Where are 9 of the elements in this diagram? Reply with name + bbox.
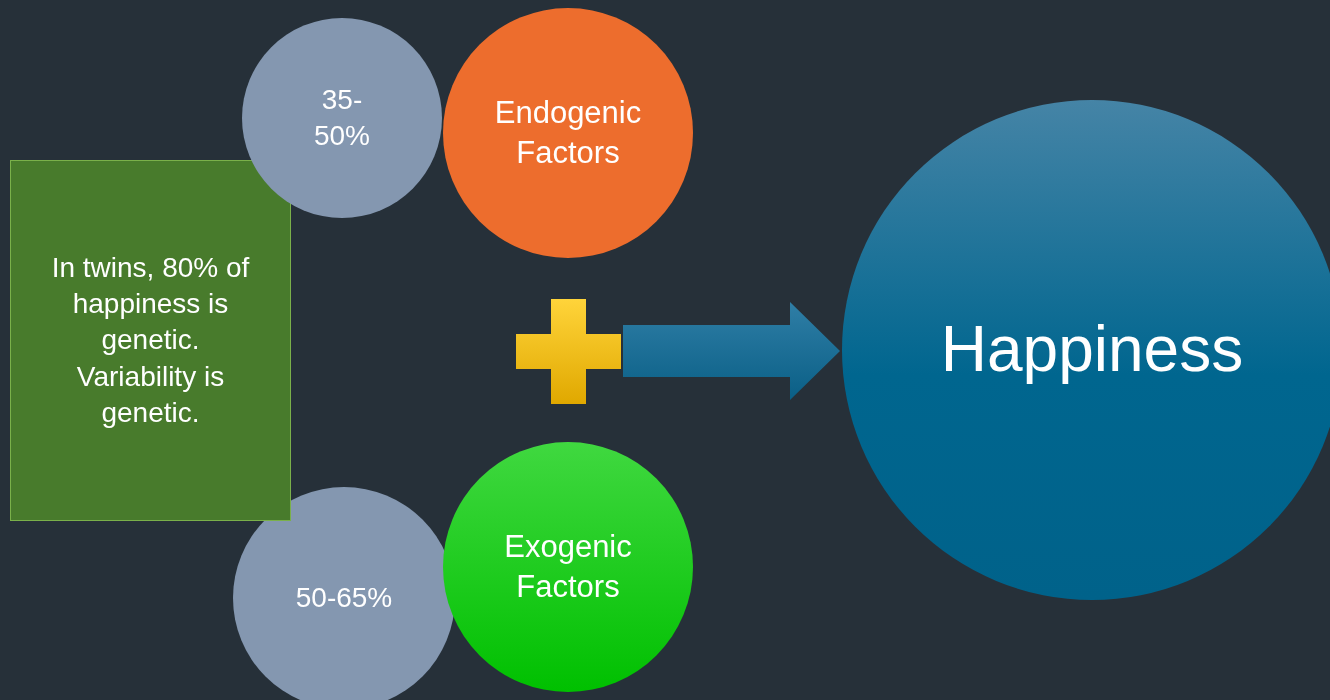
node-label: Exogenic Factors xyxy=(503,527,633,606)
plus-sign xyxy=(516,299,621,404)
note-text: In twins, 80% of happiness is genetic. Variability is genetic. xyxy=(50,250,251,431)
block-arrow xyxy=(623,302,840,400)
node-label: Endogenic Factors xyxy=(493,93,643,172)
node-label: 50-65% xyxy=(295,580,393,615)
note-box xyxy=(10,160,291,521)
node-label: 35- 50% xyxy=(312,82,371,153)
node-label: Happiness xyxy=(940,312,1244,388)
